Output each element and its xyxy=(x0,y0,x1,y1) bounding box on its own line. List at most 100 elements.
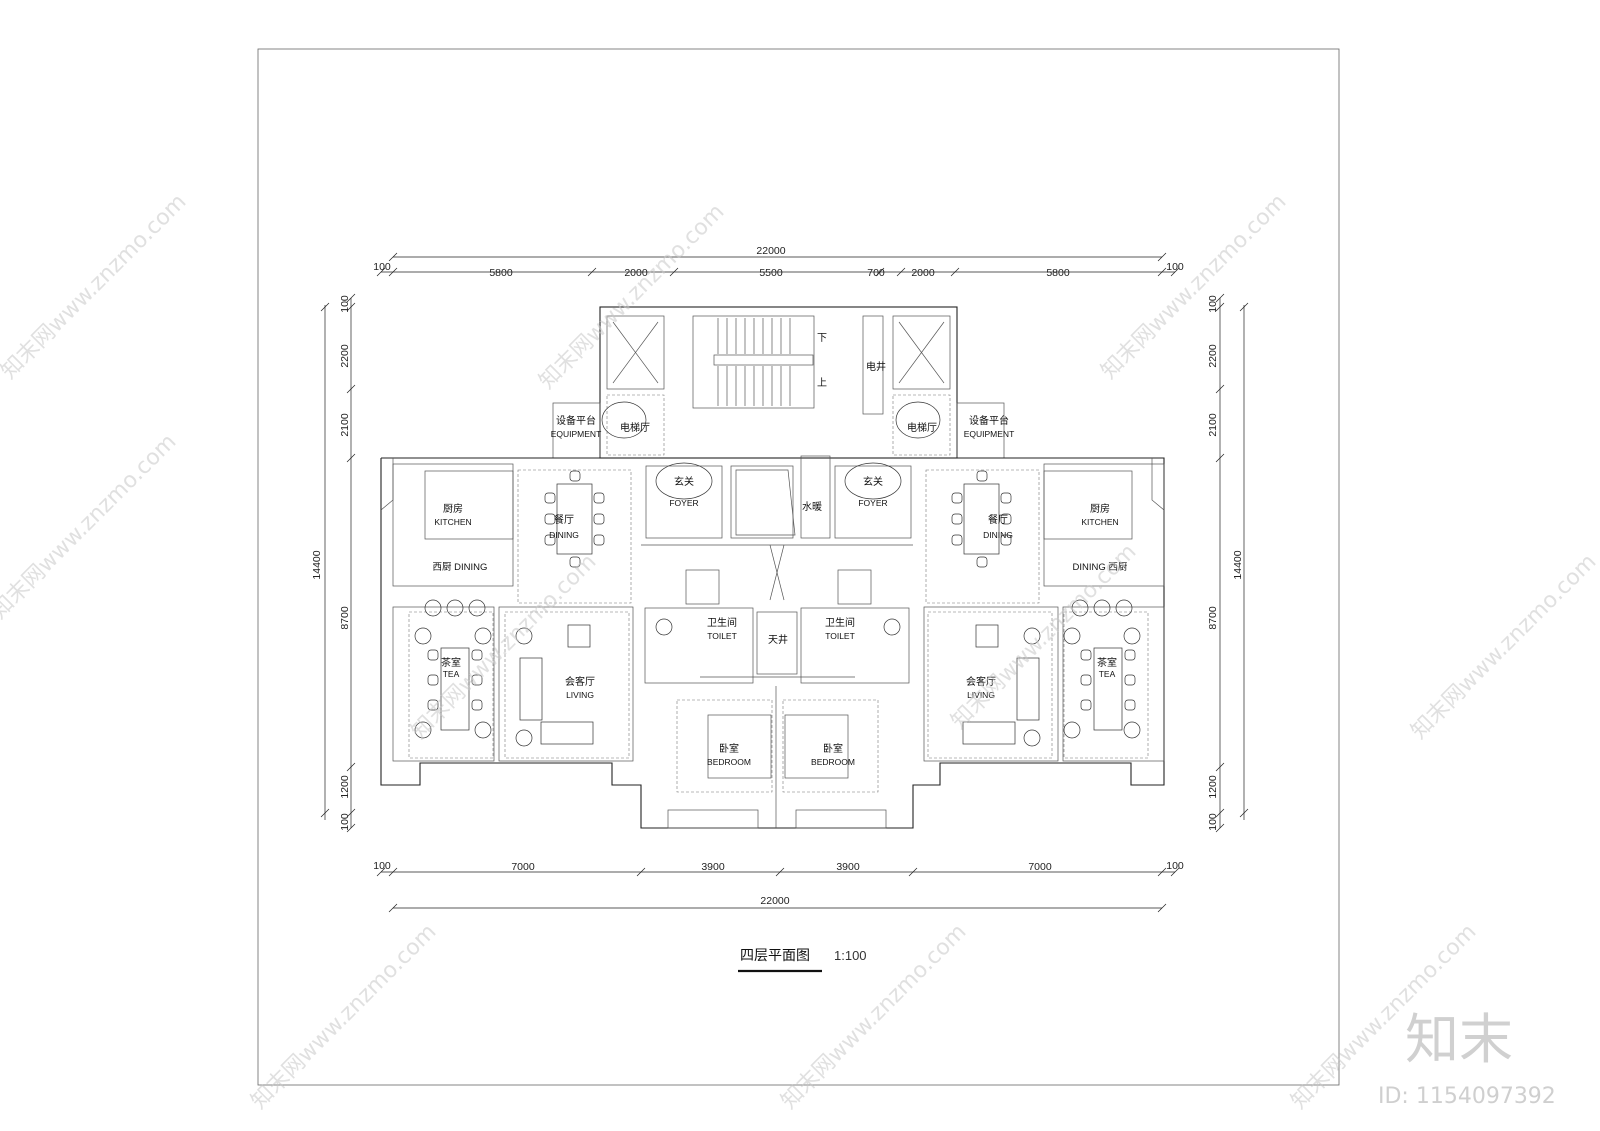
dining-table-left xyxy=(556,483,593,555)
dining-label-left: 餐厅 xyxy=(554,513,574,526)
drawing-title: 四层平面图 xyxy=(740,948,810,964)
sofa-left xyxy=(519,657,543,721)
living-en-right: LIVING xyxy=(967,690,995,700)
building-walls xyxy=(380,306,1165,829)
foyer-label-left: 玄关 xyxy=(674,475,694,488)
toilet-en-left: TOILET xyxy=(707,631,737,641)
right-segment-2: 2200 xyxy=(1207,344,1219,368)
top-segment-3: 5500 xyxy=(759,267,783,279)
watermark-text-1: 知末网www.znzmo.com xyxy=(0,189,191,384)
right-segment-6: 100 xyxy=(1207,813,1219,831)
kitchen-label-left: 厨房 xyxy=(443,502,463,515)
left-segment-4: 8700 xyxy=(339,606,351,630)
western-kitchen-left: 西厨 DINING xyxy=(433,562,488,573)
watermark-text-7: 知末网www.znzmo.com xyxy=(1407,549,1600,744)
watermark-text-3: 知末网www.znzmo.com xyxy=(1097,189,1292,384)
equipment-en-left: EQUIPMENT xyxy=(551,429,602,439)
living-label-left: 会客厅 xyxy=(565,675,595,688)
dining-label-right: 餐厅 xyxy=(988,513,1008,526)
bottom-right-end-dimension: 100 xyxy=(1166,860,1184,872)
sofa-right xyxy=(1016,657,1040,721)
bottom-segment-1: 7000 xyxy=(511,861,535,873)
watermarks: 知末网www.znzmo.com 知末网www.znzmo.com 知末网www… xyxy=(0,189,1600,1114)
tea-label-right: 茶室 xyxy=(1097,656,1117,669)
toilet-en-right: TOILET xyxy=(825,631,855,641)
bedroom-label-right: 卧室 xyxy=(823,742,843,755)
equipment-label-left: 设备平台 xyxy=(556,414,596,427)
left-segment-3: 2100 xyxy=(339,413,351,437)
tea-en-right: TEA xyxy=(1099,669,1116,679)
toilet-label-right: 卫生间 xyxy=(825,616,855,629)
watermark-text-2: 知末网www.znzmo.com xyxy=(535,199,730,394)
sofa-left-bottom xyxy=(540,721,594,745)
top-segment-6: 5800 xyxy=(1046,267,1070,279)
drawing-title-block: 四层平面图 1:100 xyxy=(738,948,867,973)
elevator-right xyxy=(892,315,951,390)
bedroom-en-left: BEDROOM xyxy=(707,757,751,767)
bottom-segment-2: 3900 xyxy=(701,861,725,873)
stair-down-label: 下 xyxy=(817,333,827,344)
tea-table-left xyxy=(440,647,470,731)
bottom-segment-4: 7000 xyxy=(1028,861,1052,873)
foyer-label-right: 玄关 xyxy=(863,475,883,488)
bottom-segment-3: 3900 xyxy=(836,861,860,873)
electric-shaft-label: 电井 xyxy=(866,360,886,373)
left-segment-6: 100 xyxy=(339,813,351,831)
bottom-dimensions: 100 100 7000 3900 3900 7000 22000 xyxy=(373,860,1184,913)
tea-table-right xyxy=(1093,647,1123,731)
left-segment-5: 1200 xyxy=(339,775,351,799)
top-segment-2: 2000 xyxy=(624,267,648,279)
right-segment-3: 2100 xyxy=(1207,413,1219,437)
electric-shaft xyxy=(862,315,884,415)
foyer-en-right: FOYER xyxy=(858,498,887,508)
elevator-hall-right: 电梯厅 xyxy=(907,421,937,434)
watermark-id: ID: 1154097392 xyxy=(1378,1084,1556,1109)
top-segment-4: 700 xyxy=(867,267,885,279)
equipment-label-right: 设备平台 xyxy=(969,414,1009,427)
furniture xyxy=(414,401,1141,747)
right-dimensions: 14400 100 2200 2100 8700 1200 100 xyxy=(1207,293,1249,833)
sheet-frame xyxy=(257,48,1340,1086)
water-heating-label: 水暖 xyxy=(802,500,822,513)
top-segment-5: 2000 xyxy=(911,267,935,279)
left-total-dimension: 14400 xyxy=(311,550,323,579)
top-left-end-dimension: 100 xyxy=(373,261,391,273)
kitchen-label-right: 厨房 xyxy=(1090,502,1110,515)
left-segment-1: 100 xyxy=(339,295,351,313)
right-segment-4: 8700 xyxy=(1207,606,1219,630)
bottom-total-dimension: 22000 xyxy=(760,895,789,907)
top-right-end-dimension: 100 xyxy=(1166,261,1184,273)
tea-label-left: 茶室 xyxy=(441,656,461,669)
kitchen-en-left: KITCHEN xyxy=(434,517,471,527)
sofa-right-bottom xyxy=(962,721,1016,745)
toilet-label-left: 卫生间 xyxy=(707,616,737,629)
bedroom-en-right: BEDROOM xyxy=(811,757,855,767)
top-total-dimension: 22000 xyxy=(756,245,785,257)
watermark-brand: 知末 xyxy=(1405,1008,1513,1071)
elevator-hall-left: 电梯厅 xyxy=(620,421,650,434)
right-segment-5: 1200 xyxy=(1207,775,1219,799)
dining-en-left: DINING xyxy=(549,530,579,540)
kitchen-en-right: KITCHEN xyxy=(1081,517,1118,527)
stair-up-label: 上 xyxy=(817,377,827,389)
tea-en-left: TEA xyxy=(443,669,460,679)
bedroom-label-left: 卧室 xyxy=(719,742,739,755)
drawing-scale: 1:100 xyxy=(834,948,867,963)
dining-table-right xyxy=(963,483,1000,555)
stairwell xyxy=(692,315,815,409)
elevator-left xyxy=(606,315,665,390)
top-segment-1: 5800 xyxy=(489,267,513,279)
living-label-right: 会客厅 xyxy=(966,675,996,688)
watermark-text-4: 知末网www.znzmo.com xyxy=(0,429,181,624)
western-kitchen-right: DINING 西厨 xyxy=(1073,562,1128,573)
foyer-en-left: FOYER xyxy=(669,498,698,508)
equipment-en-right: EQUIPMENT xyxy=(964,429,1015,439)
bottom-left-end-dimension: 100 xyxy=(373,860,391,872)
living-en-left: LIVING xyxy=(566,690,594,700)
right-segment-1: 100 xyxy=(1207,295,1219,313)
lightwell-label: 天井 xyxy=(768,633,788,646)
room-labels: 设备平台 EQUIPMENT 设备平台 EQUIPMENT 电梯厅 电梯厅 电井… xyxy=(433,333,1128,767)
right-total-dimension: 14400 xyxy=(1232,550,1244,579)
left-segment-2: 2200 xyxy=(339,344,351,368)
